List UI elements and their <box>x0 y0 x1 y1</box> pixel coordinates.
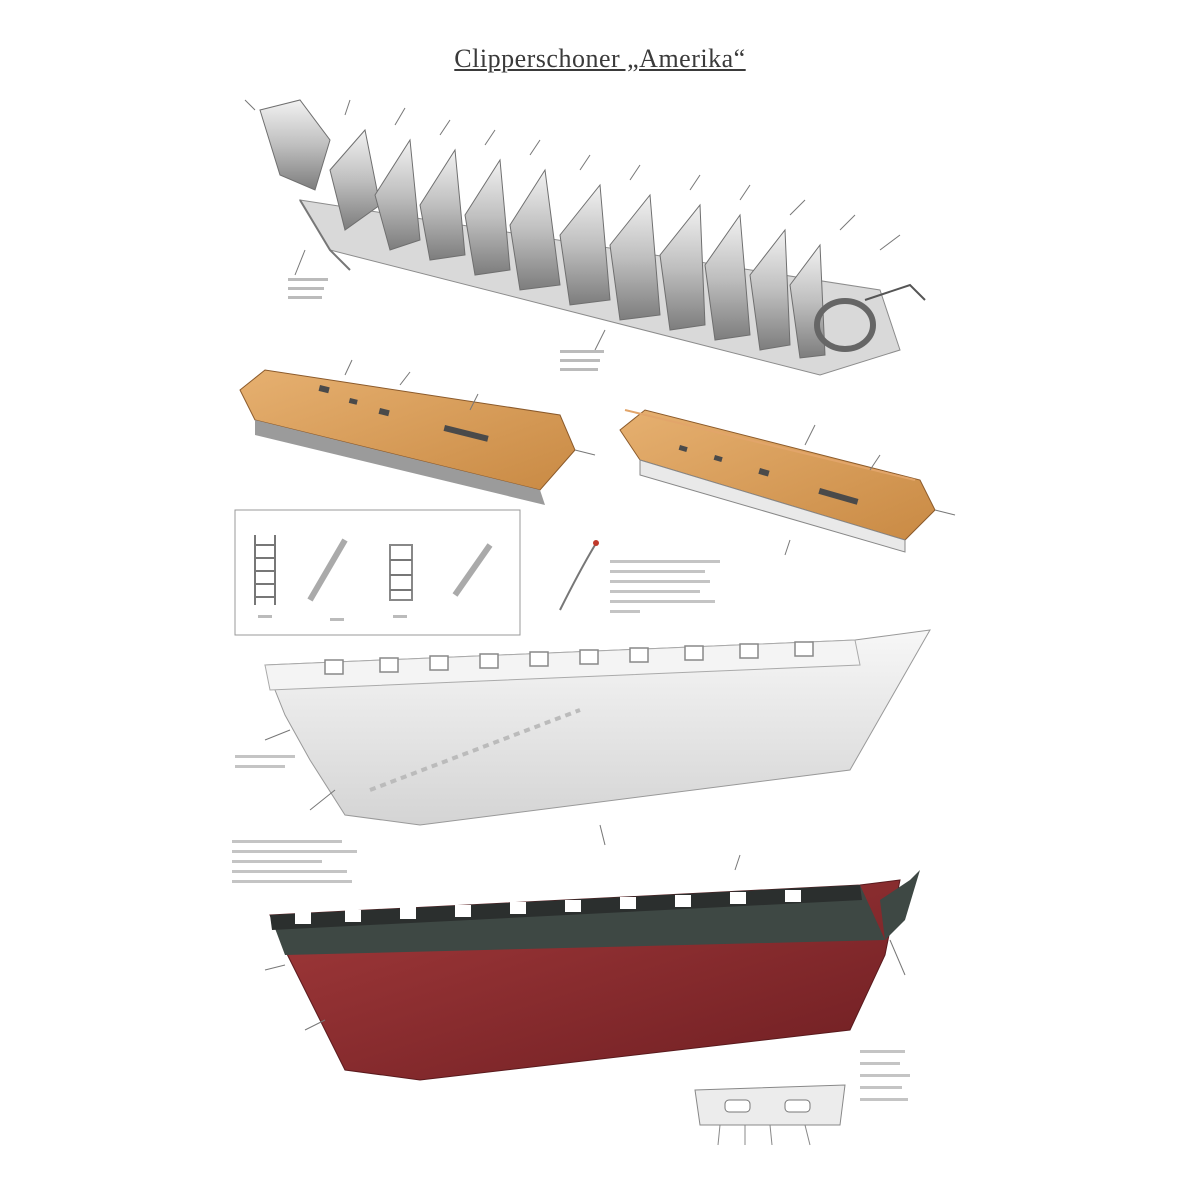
frame-skeleton <box>244 99 926 376</box>
deck-assembly-right <box>619 409 956 556</box>
hull-side-light <box>235 629 931 846</box>
instruction-text-block <box>232 840 357 883</box>
sheet-title: Clipperschoner „Amerika“ <box>454 44 746 73</box>
hull-painted <box>264 854 920 1081</box>
ladder-inset <box>234 509 720 636</box>
deck-assembly-left <box>239 359 596 505</box>
stern-detail <box>694 1050 910 1146</box>
